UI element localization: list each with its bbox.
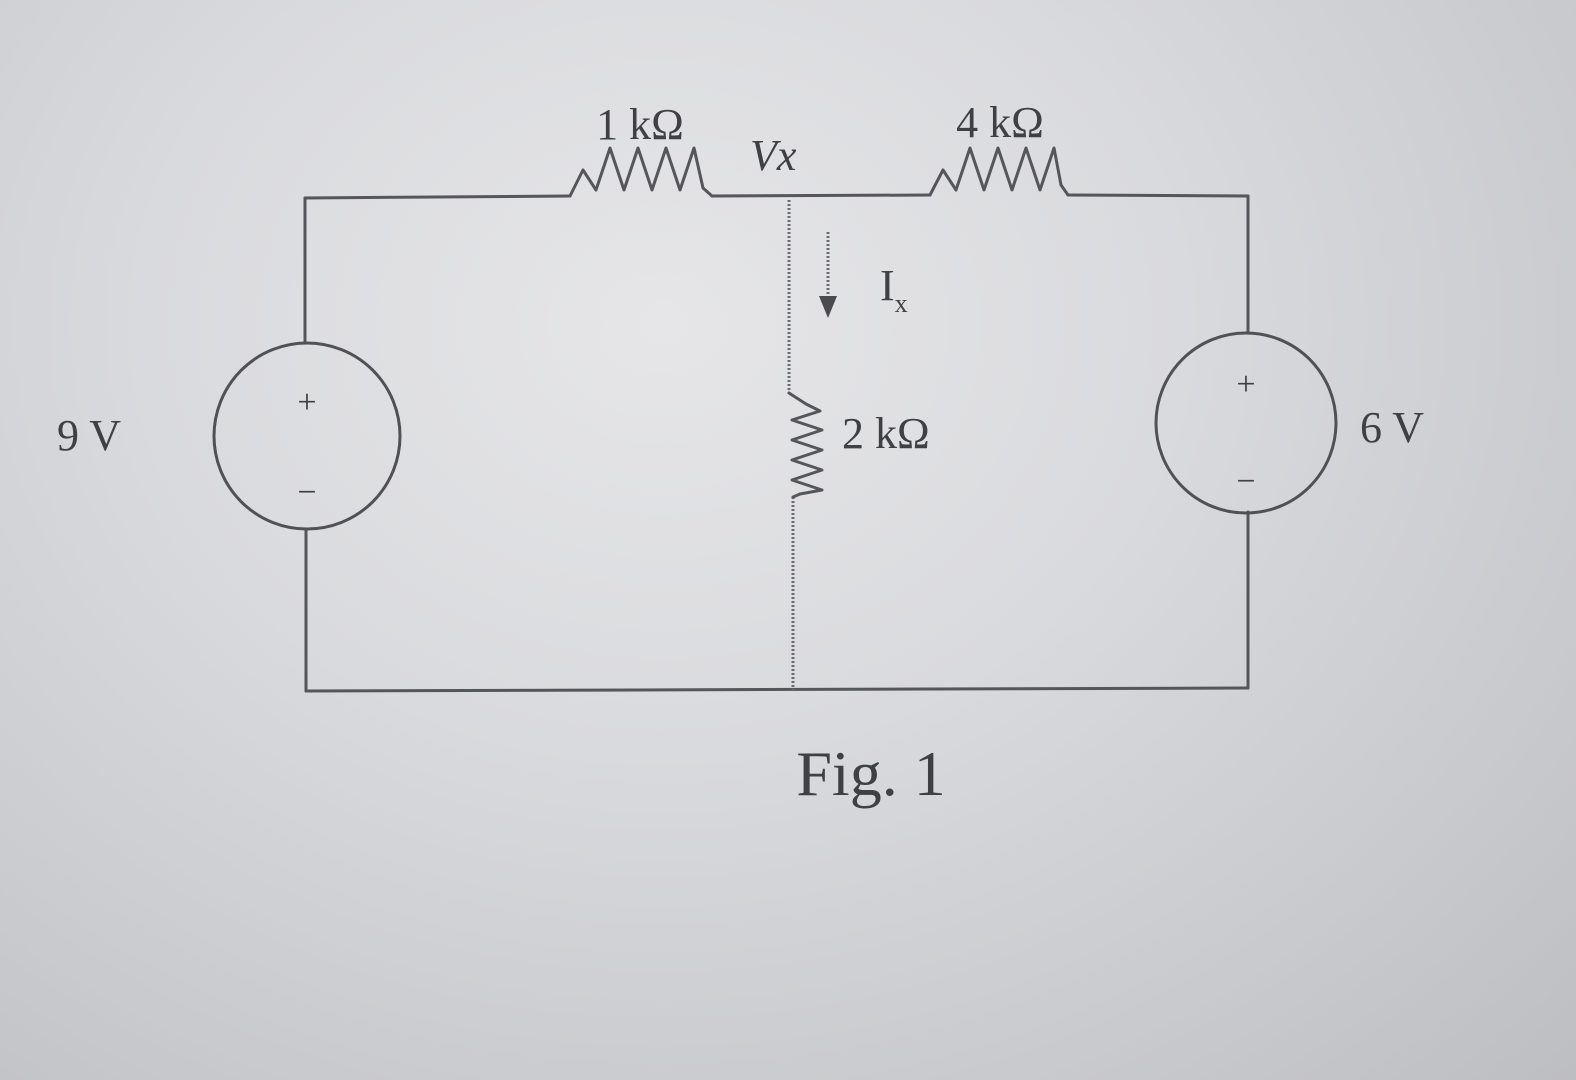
voltage-source-right: + −: [1154, 331, 1338, 515]
source-right-minus: −: [1236, 463, 1255, 500]
resistor-4k: [928, 146, 1070, 197]
resistor-4k-label: 4 kΩ: [956, 98, 1044, 147]
source-right-label: 6 V: [1360, 403, 1424, 452]
voltage-source-left: + −: [212, 341, 402, 531]
resistor-2k-label: 2 kΩ: [842, 409, 930, 458]
current-arrow: [819, 232, 837, 318]
resistor-2k: [787, 391, 824, 499]
figure-caption: Fig. 1: [796, 738, 945, 809]
node-vx-label: Vx: [750, 131, 797, 180]
source-right-plus: +: [1236, 366, 1255, 403]
wire-top-middle: [710, 193, 932, 198]
source-right-circle: [1154, 331, 1338, 515]
resistor-1k-label: 1 kΩ: [596, 100, 684, 149]
source-left-plus: +: [297, 384, 316, 421]
resistor-1k: [568, 146, 714, 198]
wire-top-left: [303, 194, 572, 200]
wire-bottom: [304, 686, 1250, 693]
source-left-circle: [212, 341, 402, 531]
current-ix-label: Ix: [880, 261, 908, 318]
wire-top-right: [1066, 193, 1250, 198]
current-arrow-head: [819, 296, 837, 318]
source-left-minus: −: [297, 474, 316, 511]
wires: [303, 193, 1250, 693]
source-left-label: 9 V: [57, 411, 121, 460]
